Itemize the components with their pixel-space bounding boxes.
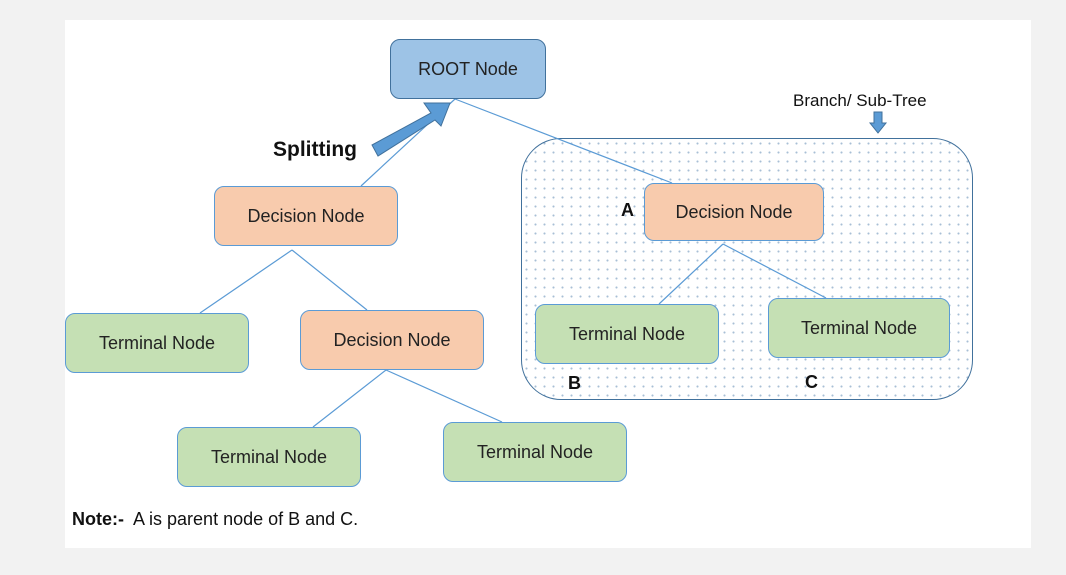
edge-decision-subtree-terminal-right <box>722 243 827 299</box>
terminal-node-subtree-left: Terminal Node <box>535 304 719 364</box>
note: Note:- A is parent node of B and C. <box>72 509 358 530</box>
branch-subtree-label: Branch/ Sub-Tree <box>793 91 927 110</box>
splitting-arrow-icon <box>371 102 451 157</box>
terminal-node-subtree-right: Terminal Node <box>768 298 950 358</box>
root-node: ROOT Node <box>390 39 546 99</box>
terminal-node-left: Terminal Node <box>65 313 249 373</box>
note-prefix: Note:- <box>72 509 124 529</box>
edge-decision-subtree-terminal-left <box>658 243 724 305</box>
label-a: A <box>621 200 634 220</box>
edge-decision-left-terminal-left <box>199 249 293 314</box>
terminal-node-bottom-left: Terminal Node <box>177 427 361 487</box>
decision-node-left: Decision Node <box>214 186 398 246</box>
edge-root-decision-subtree <box>454 98 673 184</box>
decision-node-subtree: Decision Node <box>644 183 824 241</box>
splitting-label: Splitting <box>273 138 357 161</box>
edge-decision-left-decision-mid <box>291 249 368 311</box>
edge-decision-mid-terminal-bottom-left <box>312 369 387 428</box>
edge-decision-mid-terminal-bottom-right <box>385 369 503 423</box>
decision-node-middle: Decision Node <box>300 310 484 370</box>
label-c: C <box>805 372 818 392</box>
note-text: A is parent node of B and C. <box>133 509 359 529</box>
terminal-node-bottom-right: Terminal Node <box>443 422 627 482</box>
label-b: B <box>568 373 581 393</box>
branch-arrow-icon <box>868 111 888 134</box>
